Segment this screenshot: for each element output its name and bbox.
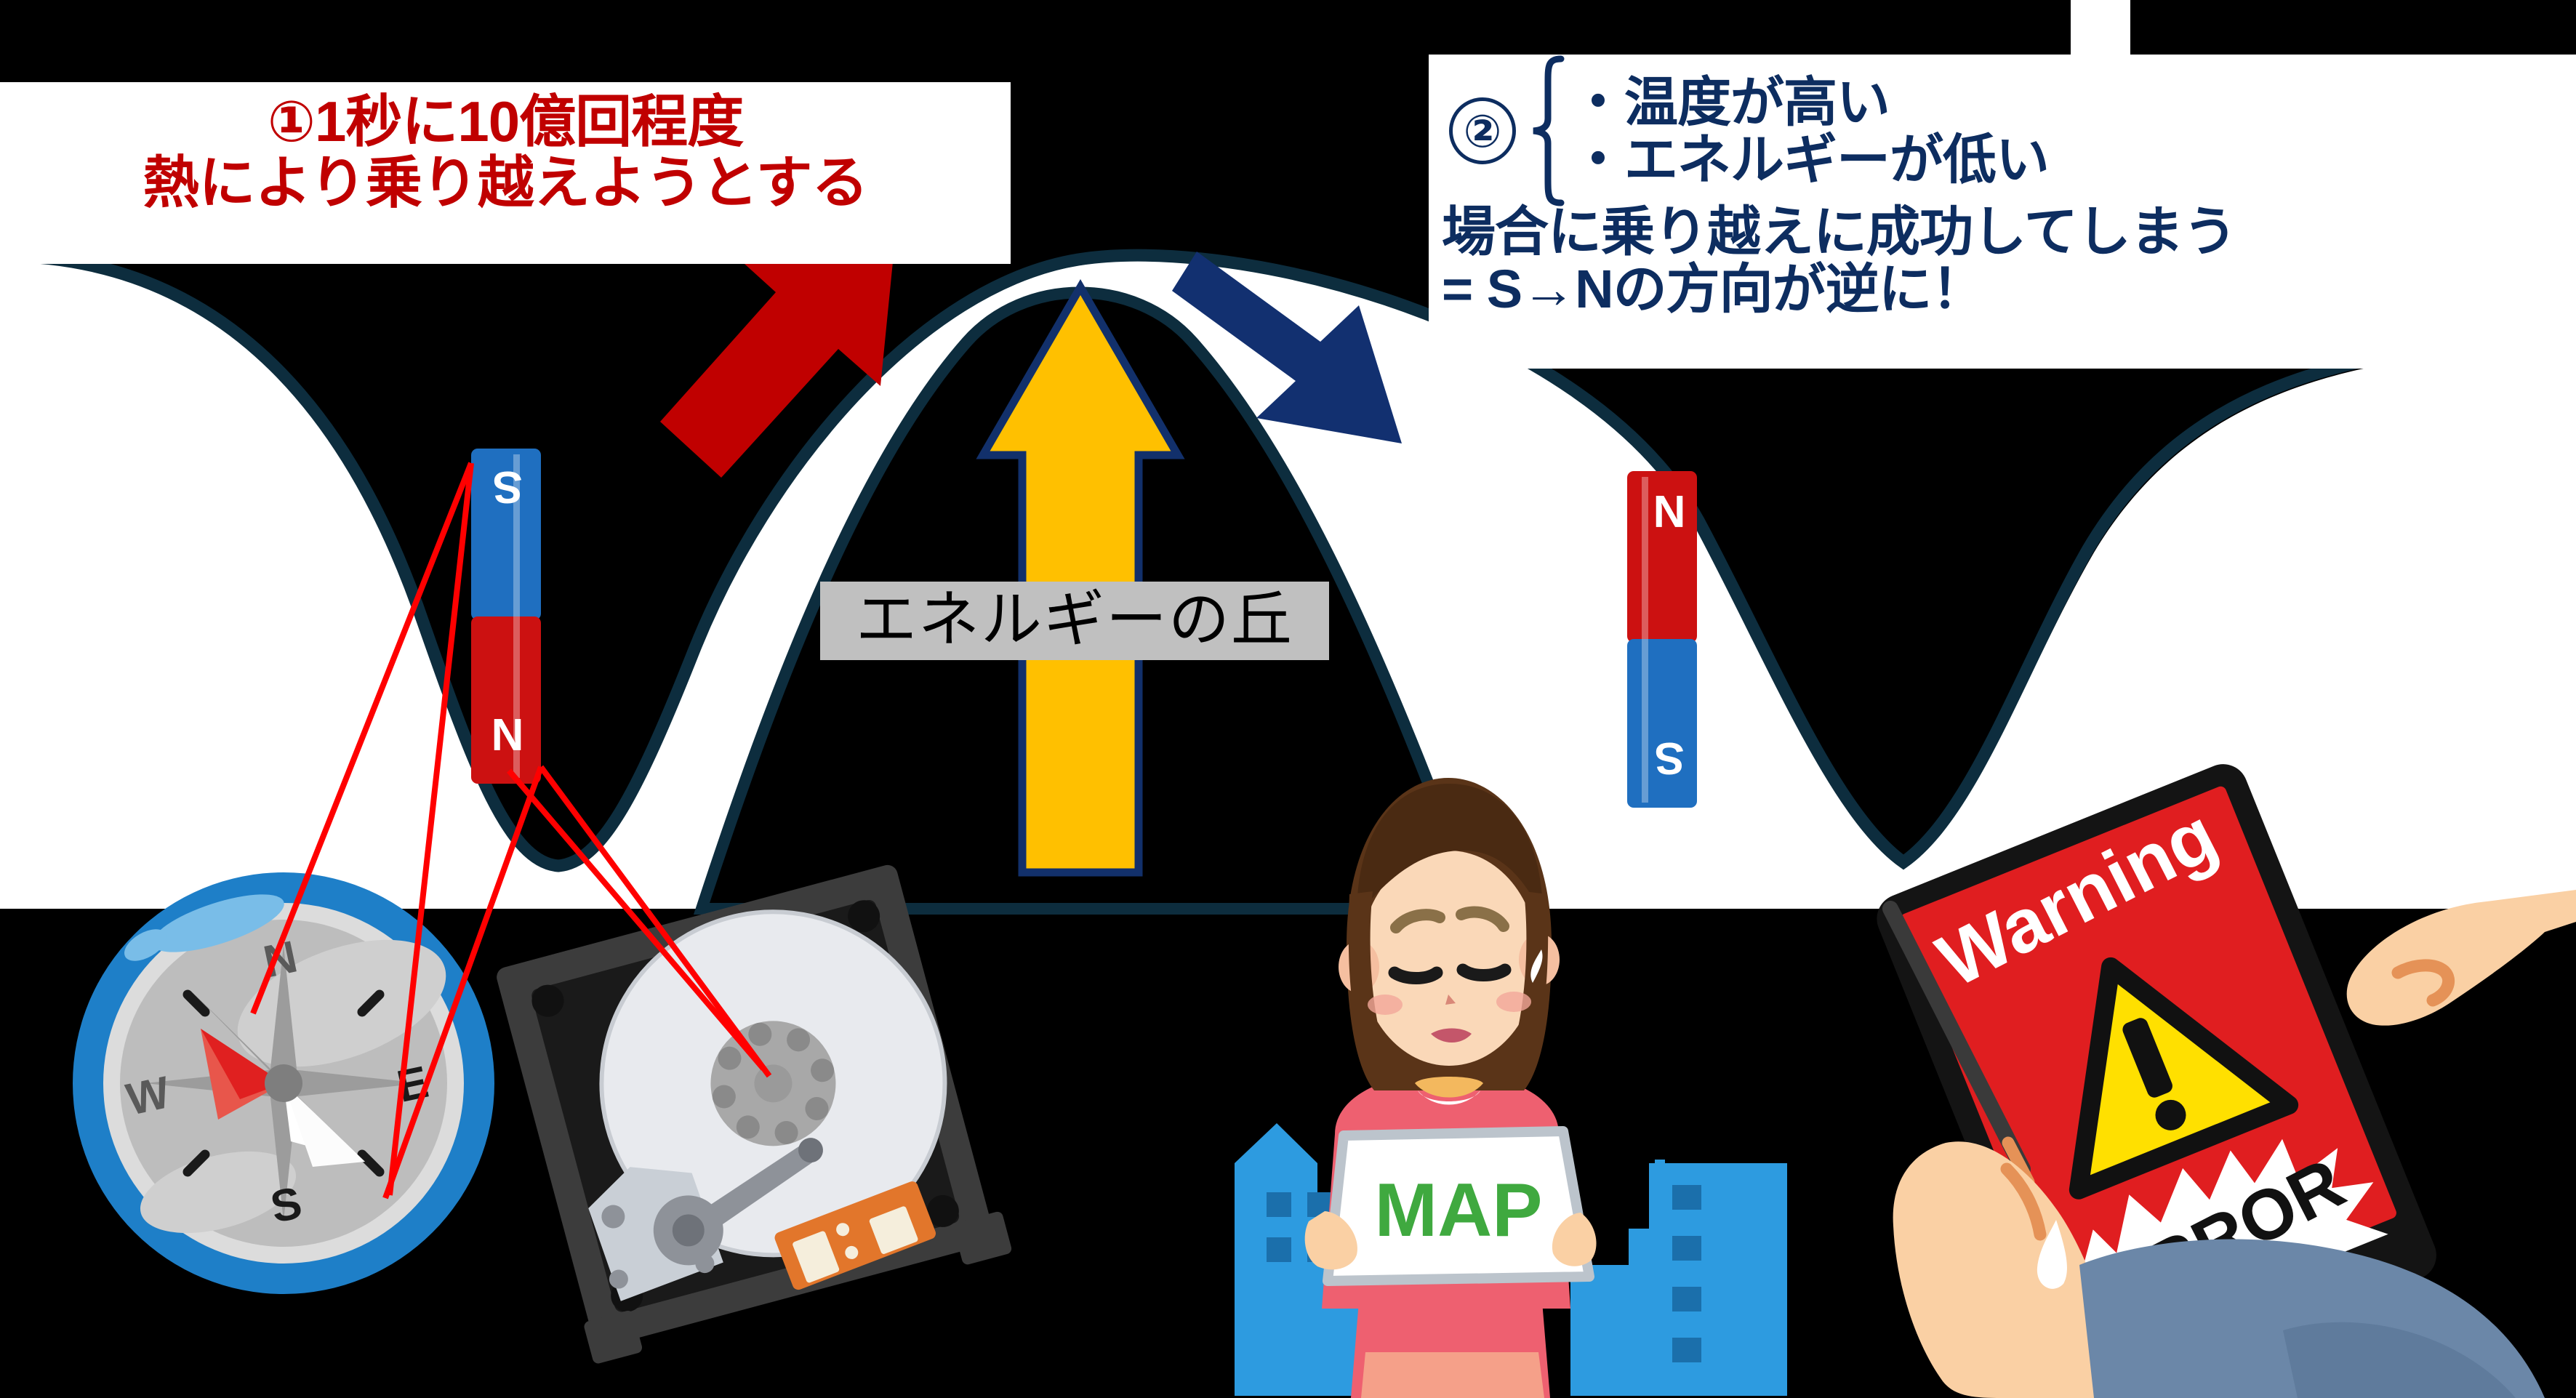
thermal-attempt-callout: ①1秒に10億回程度 熱により乗り越えようとする <box>0 82 1011 264</box>
consequence-line-1: 場合に乗り越えに成功してしまう <box>1442 201 2237 262</box>
condition-bullets: ・温度が高い ・エネルギーが低い <box>1571 71 2050 190</box>
climb-arrow <box>660 233 896 478</box>
condition-bullet-1: ・温度が高い <box>1571 71 1890 132</box>
magnet-left-pole-s: S <box>492 462 522 512</box>
descend-arrow <box>1172 252 1402 443</box>
callout-left-line-1: ①1秒に10億回程度 <box>267 89 744 153</box>
energy-hill-label: エネルギーの丘 <box>820 582 1329 660</box>
magnet-reversed-orientation: N S <box>1627 471 1697 808</box>
condition-bullet-2: ・エネルギーが低い <box>1571 129 2050 190</box>
consequence-lines: 場合に乗り越えに成功してしまう = S→Nの方向が逆に！ <box>1429 203 2576 318</box>
magnet-right-pole-n: N <box>1653 486 1686 536</box>
magnet-normal-orientation: S N <box>471 449 541 784</box>
stylus <box>1882 901 2031 1177</box>
curly-brace-icon <box>1533 55 1565 206</box>
map-label: MAP <box>1374 1168 1542 1253</box>
hard-disk-drive-illustration <box>497 864 1012 1364</box>
reversal-condition-callout: ② ・温度が高い ・エネルギーが低い 場合に乗り越えに成功してしまう = S→N… <box>1429 55 2576 369</box>
magnet-left-pole-n: N <box>491 709 524 759</box>
callout-right-marker: ② <box>1449 97 1516 164</box>
phone-error-illustration: Warning ERROR <box>1877 764 2576 1398</box>
condition-brace-row: ② ・温度が高い ・エネルギーが低い <box>1429 55 2576 207</box>
consequence-line-2: = S→Nの方向が逆に！ <box>1442 259 1986 320</box>
callout-right-notch <box>2071 0 2130 58</box>
magnet-right-pole-s: S <box>1654 733 1684 783</box>
potential-well-curve <box>0 249 2576 872</box>
callout-left-line-2: 熱により乗り越えようとする <box>143 150 868 215</box>
lost-girl-with-map-illustration: MAP <box>1304 778 1597 1398</box>
compass-label-w: W <box>122 1067 174 1125</box>
energy-barrier-arrow <box>976 279 1185 877</box>
